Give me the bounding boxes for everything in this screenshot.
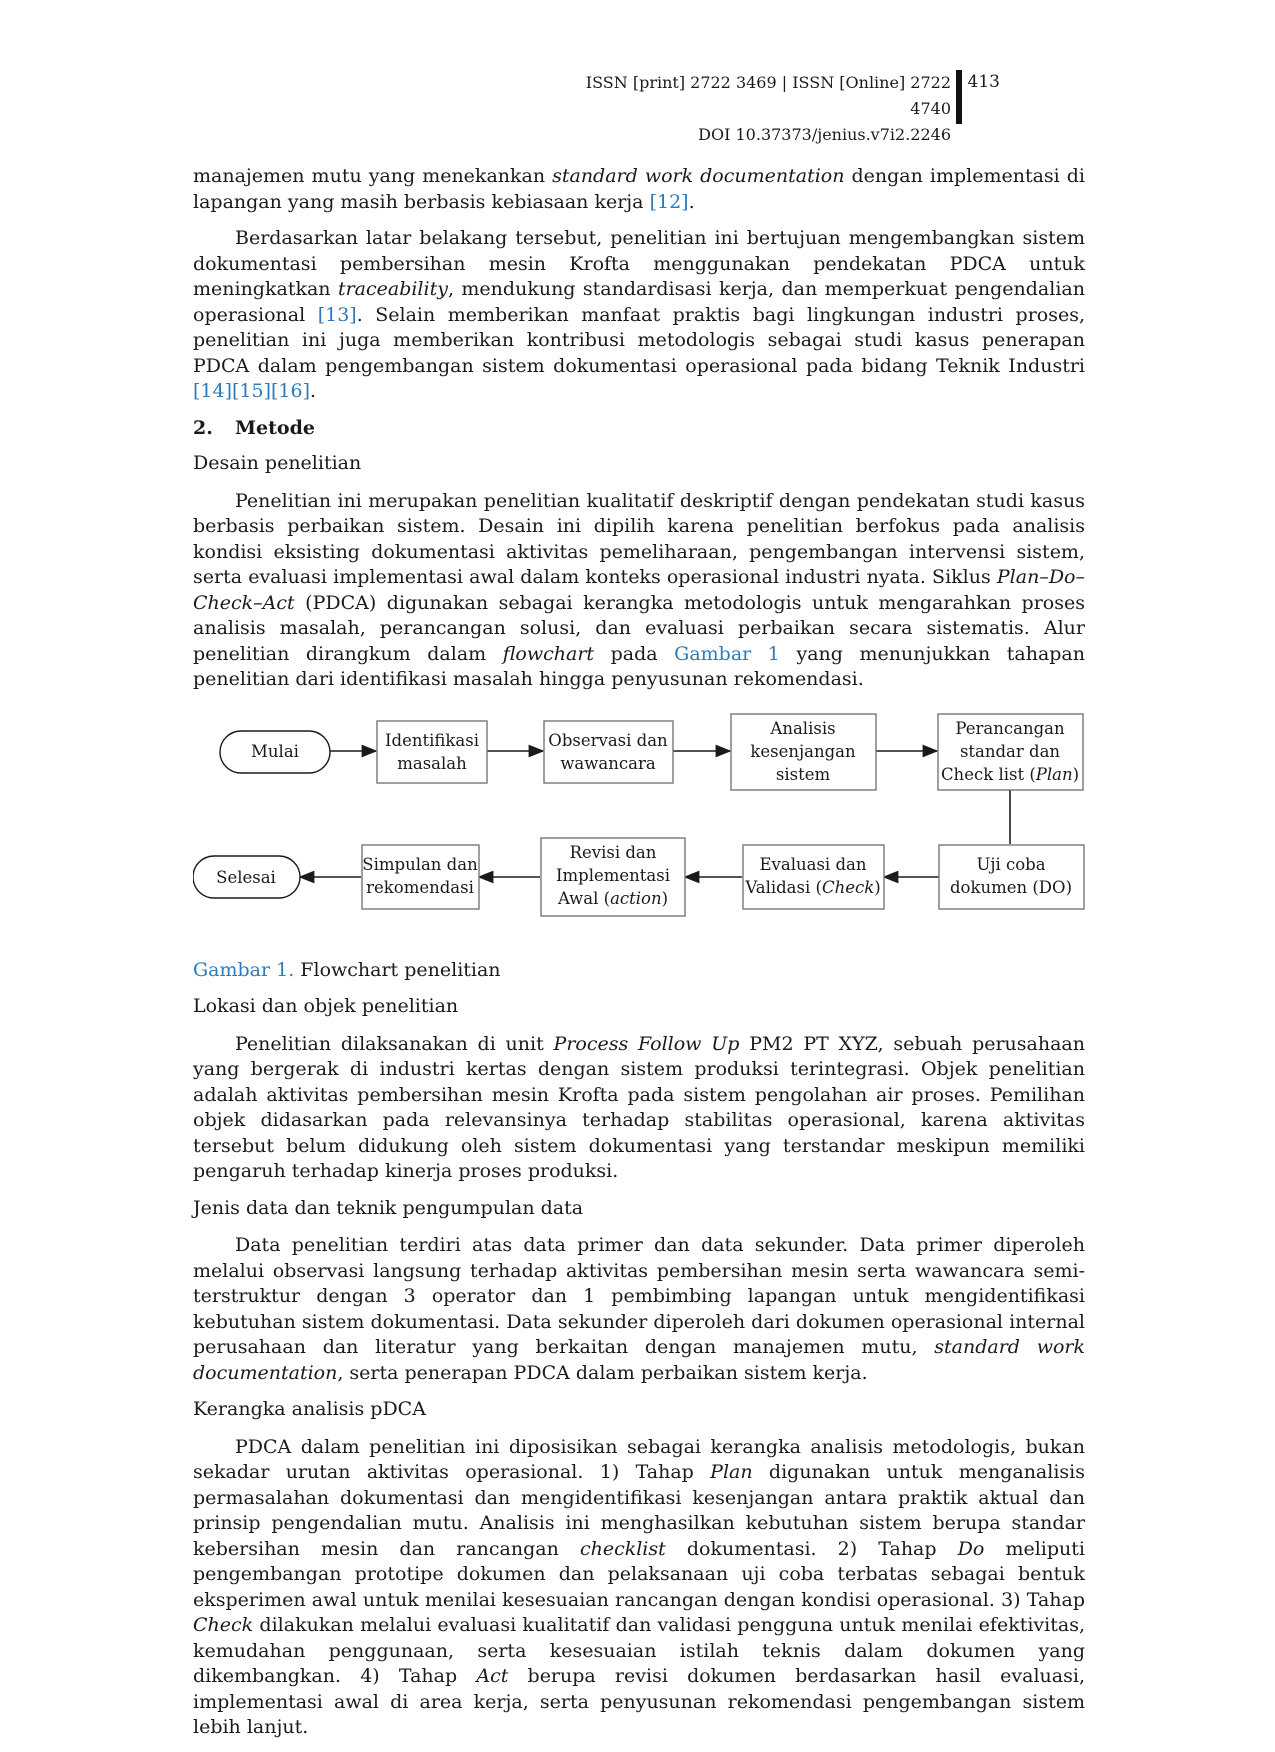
text: PDCA dalam penelitian ini diposisikan se…: [193, 1435, 1085, 1484]
box-perancangan: [937, 712, 1084, 791]
revisi-label-3c: ): [662, 889, 668, 908]
evaluasi-label-2a: Validasi (: [744, 878, 822, 897]
simpulan-label-2: rekomendasi: [366, 878, 474, 897]
text: digunakan untuk menganalisis permasalaha…: [193, 1461, 1085, 1560]
issn-line: ISSN [print] 2722 3469 | ISSN [Online] 2…: [585, 73, 951, 118]
simpulan-label-1: Simpulan dan: [362, 855, 478, 874]
perancangan-label-2: standar dan: [960, 742, 1060, 761]
italic-term: Act: [476, 1665, 509, 1687]
section-heading: 2. Metode: [193, 416, 1085, 442]
subheading-lokasi: Lokasi dan objek penelitian: [193, 995, 459, 1017]
flowchart-figure: Mulai Identifikasi masalah Observasi dan…: [193, 704, 1085, 950]
text: yang menunjukkan tahapan penelitian dari…: [193, 642, 1085, 691]
text: manajemen mutu yang menekankan: [193, 165, 553, 187]
page-number: 413: [967, 72, 1000, 92]
box-uji-coba: [938, 843, 1085, 910]
revisi-label-3b: action: [610, 889, 662, 908]
analisis-label-2: kesenjangan: [750, 742, 856, 761]
text: Data penelitian terdiri atas data primer…: [193, 1234, 1085, 1358]
citation-link[interactable]: [14][15][16]: [193, 380, 311, 402]
text: . Selain memberikan manfaat praktis bagi…: [193, 303, 1085, 377]
flowchart-svg: Mulai Identifikasi masalah Observasi dan…: [193, 712, 1085, 917]
end-terminator: [193, 854, 301, 899]
citation-link[interactable]: [12]: [649, 190, 689, 213]
text: dengan implementasi di lapangan yang mas…: [193, 165, 1086, 213]
text: Penelitian dilaksanakan di unit: [235, 1032, 554, 1055]
evaluasi-label-2b: Check: [822, 878, 874, 897]
observasi-label-1: Observasi dan: [548, 731, 668, 750]
subheading-jenis-data: Jenis data dan teknik pengumpulan data: [193, 1196, 584, 1219]
text: pada: [594, 642, 675, 665]
end-label: Selesai: [216, 868, 276, 887]
revisi-label-1: Revisi dan: [570, 843, 657, 862]
italic-term: Plan: [710, 1461, 753, 1483]
italic-term: Check: [193, 1614, 254, 1636]
paragraph-3: Penelitian ini merupakan penelitian kual…: [193, 489, 1085, 693]
revisi-label-3: Awal (action): [557, 889, 668, 908]
uji-label-1: Uji coba: [976, 855, 1045, 874]
box-simpulan: [361, 843, 480, 910]
evaluasi-label-1: Evaluasi dan: [760, 855, 867, 874]
figure-caption: Gambar 1. Flowchart penelitian: [193, 958, 1085, 984]
perancangan-label-1: Perancangan: [955, 719, 1065, 738]
text: dokumentasi. 2) Tahap: [665, 1537, 958, 1560]
italic-term: Process Follow Up: [553, 1032, 740, 1055]
paragraph-1: manajemen mutu yang menekankan standard …: [193, 164, 1085, 215]
subheading-kerangka: Kerangka analisis pDCA: [193, 1398, 426, 1420]
italic-term: traceability: [337, 278, 448, 300]
revisi-label-3a: Awal (: [557, 889, 610, 908]
identifikasi-label-2: masalah: [397, 754, 467, 773]
italic-term: Do: [957, 1537, 985, 1560]
revisi-label-2: Implementasi: [556, 866, 670, 885]
box-observasi: [543, 719, 674, 784]
text: meliputi pengembangan prototipe dokumen …: [193, 1537, 1085, 1611]
italic-term: flowchart: [502, 642, 595, 665]
text: .: [688, 190, 695, 213]
figure-link[interactable]: Gambar 1: [674, 642, 780, 665]
observasi-label-2: wawancara: [560, 754, 656, 773]
text: , serta penerapan PDCA dalam perbaikan s…: [337, 1361, 868, 1384]
uji-label-2: dokumen (DO): [950, 878, 1072, 897]
box-analisis: [730, 712, 877, 791]
italic-term: standard work documentation: [193, 1336, 1085, 1384]
paragraph-2: Berdasarkan latar belakang tersebut, pen…: [193, 226, 1085, 405]
italic-term: Plan–Do–Check–Act: [193, 566, 1085, 614]
paragraph-4: Penelitian dilaksanakan di unit Process …: [193, 1032, 1085, 1185]
perancangan-label-3c: ): [1073, 765, 1079, 784]
text: (PDCA) digunakan sebagai kerangka metodo…: [193, 591, 1085, 665]
caption-text: Flowchart penelitian: [294, 958, 501, 981]
doi-line: DOI 10.37373/jenius.v7i2.2246: [698, 125, 951, 144]
subheading-desain: Desain penelitian: [193, 452, 362, 474]
header-divider: [956, 70, 962, 124]
citation-link[interactable]: [13]: [317, 303, 357, 326]
text: .: [310, 380, 317, 402]
header-lines: ISSN [print] 2722 3469 | ISSN [Online] 2…: [560, 70, 951, 148]
start-label: Mulai: [251, 742, 299, 761]
paragraph-5: Data penelitian terdiri atas data primer…: [193, 1233, 1085, 1386]
text: Penelitian ini merupakan penelitian kual…: [193, 489, 1085, 589]
italic-term: standard work documentation: [552, 165, 845, 187]
main-content: manajemen mutu yang menekankan standard …: [193, 164, 1085, 1752]
text: , mendukung standardisasi kerja, dan mem…: [193, 278, 1085, 326]
box-revisi: [540, 836, 686, 917]
perancangan-label-3a: Check list (: [941, 765, 1036, 784]
section-number: 2.: [193, 416, 213, 439]
caption-label[interactable]: Gambar 1.: [193, 958, 295, 981]
evaluasi-label-2: Validasi (Check): [744, 878, 880, 897]
perancangan-label-3: Check list (Plan): [941, 765, 1079, 784]
evaluasi-label-2c: ): [874, 878, 880, 897]
box-identifikasi: [376, 719, 488, 784]
text: PM2 PT XYZ, sebuah perusahaan yang berge…: [193, 1032, 1086, 1183]
start-terminator: [219, 729, 331, 774]
paragraph-6: PDCA dalam penelitian ini diposisikan se…: [193, 1435, 1085, 1741]
box-evaluasi: [742, 843, 885, 910]
section-title: Metode: [235, 416, 315, 439]
perancangan-label-3b: Plan: [1035, 765, 1073, 784]
analisis-label-1: Analisis: [769, 719, 835, 738]
analisis-label-3: sistem: [776, 765, 831, 784]
page-header: ISSN [print] 2722 3469 | ISSN [Online] 2…: [560, 70, 1000, 144]
italic-term: checklist: [579, 1537, 666, 1560]
text: Berdasarkan latar belakang tersebut, pen…: [193, 227, 1085, 300]
identifikasi-label-1: Identifikasi: [385, 731, 479, 750]
